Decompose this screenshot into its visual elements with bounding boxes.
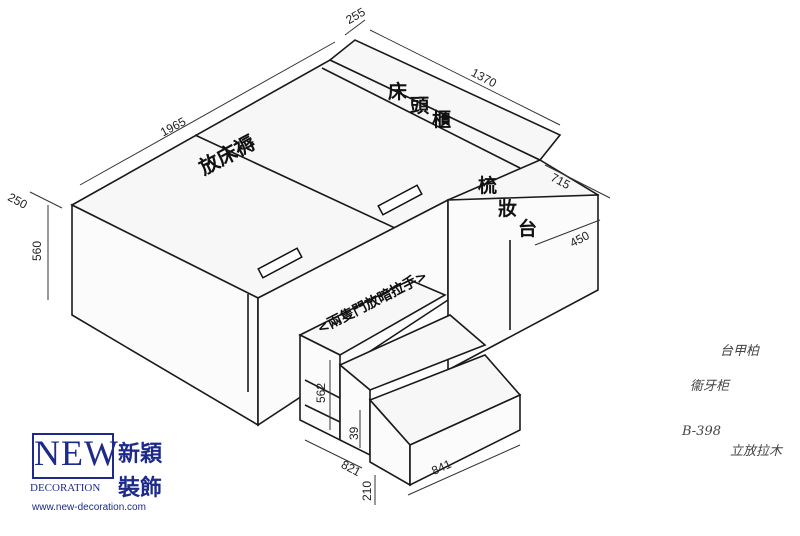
headboard-divider xyxy=(321,67,521,169)
handwritten-note-4: 立放拉木 xyxy=(730,443,784,459)
logo-url: www.new-decoration.com xyxy=(32,502,146,513)
handwritten-note-3: B-398 xyxy=(681,424,721,439)
logo-chinese-line1: 新穎 xyxy=(118,441,163,467)
dim-base-height: 210 xyxy=(360,481,374,501)
handle-slot-left xyxy=(257,247,303,279)
label-dresser-1: 梳 xyxy=(478,174,497,197)
label-headboard-1: 床 xyxy=(388,80,407,103)
dim-step-height: 562 xyxy=(314,383,328,403)
dim-step-width: 821 xyxy=(339,457,364,479)
handle-slot-right xyxy=(377,184,423,216)
dim-step-riser: 39 xyxy=(347,426,361,440)
dimension-lines xyxy=(29,19,611,505)
dim-height: 560 xyxy=(30,241,44,261)
label-dresser-2: 妝 xyxy=(498,197,517,220)
headboard-top-face xyxy=(328,39,562,161)
dim-length: 1965 xyxy=(158,114,188,139)
mattress-divider xyxy=(194,134,411,236)
handwritten-note-2: 衞牙柜 xyxy=(690,379,731,394)
logo-chinese-line2: 裝飾 xyxy=(118,475,163,501)
logo-subtitle: DECORATION xyxy=(30,482,101,494)
handwritten-note-1: 台甲柏 xyxy=(720,344,760,359)
step-inner-line-2 xyxy=(304,404,341,423)
dim-top-thickness: 250 xyxy=(5,190,30,212)
label-headboard-2: 頭 xyxy=(410,95,430,117)
logo-box: NEW xyxy=(32,433,119,479)
dresser-front-face xyxy=(447,194,599,372)
logo-name: NEW xyxy=(34,433,119,473)
label-dresser-3: 台 xyxy=(518,217,537,240)
step-inner-line-1 xyxy=(304,379,341,399)
dim-head-depth: 255 xyxy=(343,5,368,27)
step-side-face xyxy=(409,393,521,487)
label-headboard-3: 櫃 xyxy=(432,108,451,131)
